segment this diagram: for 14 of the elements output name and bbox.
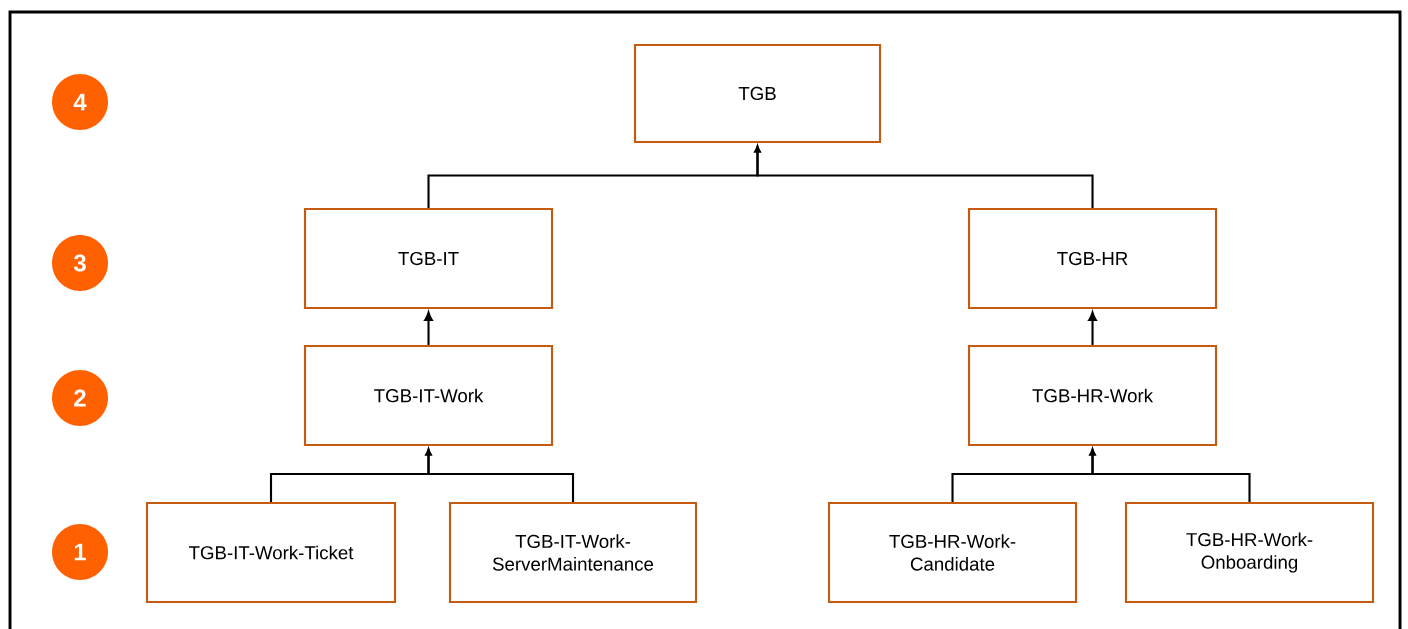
- connector-arrow: [1088, 311, 1097, 345]
- process-box: TGB-HR-Work: [967, 344, 1218, 447]
- process-box: TGB-HR-Work-Candidate: [827, 501, 1078, 604]
- process-box: TGB-IT-Work-Ticket: [145, 501, 397, 604]
- process-box: TGB-HR-Work-Onboarding: [1124, 501, 1375, 604]
- process-box: TGB-IT: [303, 207, 554, 310]
- process-box: TGB-HR: [967, 207, 1218, 310]
- connector-arrow: [424, 311, 433, 345]
- process-box: TGB-IT-Work-ServerMaintenance: [448, 501, 698, 604]
- connector-arrow: [1089, 448, 1251, 502]
- connector-arrow: [425, 448, 575, 502]
- connector-arrow: [754, 145, 1094, 208]
- process-box: TGB: [633, 43, 882, 144]
- process-box: TGB-IT-Work: [303, 344, 554, 447]
